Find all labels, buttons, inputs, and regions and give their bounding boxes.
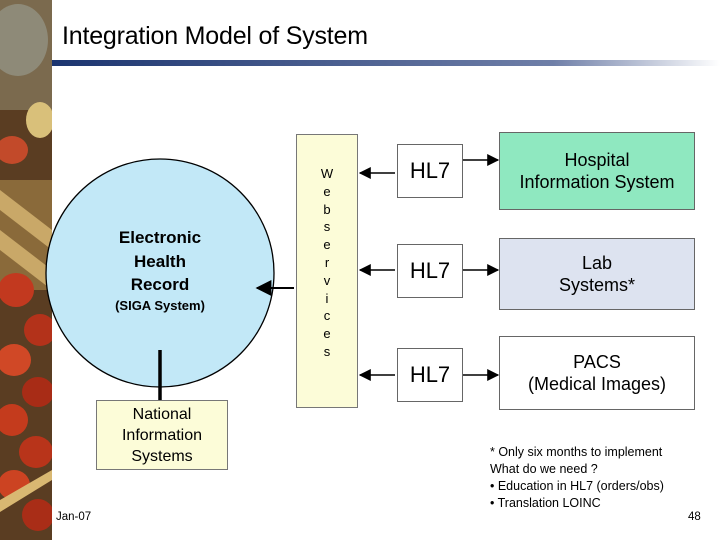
pacs-box: PACS (Medical Images) (499, 336, 695, 410)
ws-letter: i (325, 290, 329, 306)
ws-letter: v (323, 272, 331, 288)
ws-letter: s (323, 219, 331, 235)
page-number: 48 (688, 511, 701, 523)
hospital-line-2: Information System (519, 172, 675, 192)
footer-date: Jan-07 (56, 511, 92, 523)
lab-line-1: Lab (581, 253, 613, 273)
note-line-4: • Translation LOINC (490, 496, 601, 510)
ehr-line-1: Electronic (118, 228, 202, 247)
ws-letter: W (320, 166, 334, 181)
pacs-line-2: (Medical Images) (527, 374, 667, 394)
hl7-box-lab: HL7 (397, 244, 463, 298)
note-line-2: What do we need ? (490, 462, 598, 476)
pacs-line-1: PACS (573, 352, 621, 372)
note-line-3: • Education in HL7 (orders/obs) (490, 479, 664, 493)
implementation-note: * Only six months to implement What do w… (490, 444, 664, 512)
hospital-line-1: Hospital (564, 150, 630, 170)
title-underline (52, 60, 720, 66)
ws-letter: e (323, 326, 331, 342)
decorative-photo-strip (0, 0, 52, 540)
national-information-systems-box: National Information Systems (96, 400, 228, 470)
lab-line-2: Systems* (558, 275, 636, 295)
hl7-box-pacs: HL7 (397, 348, 463, 402)
ws-letter: c (323, 308, 331, 324)
lab-systems-box: Lab Systems* (499, 238, 695, 310)
web-services-box: W e b s e r v i c e s (296, 134, 358, 408)
ws-letter: s (323, 343, 331, 359)
national-line-1: National (132, 405, 192, 423)
ws-letter: e (323, 237, 331, 253)
ehr-line-2: Health (134, 251, 186, 271)
slide-title: Integration Model of System (62, 22, 368, 50)
ehr-label: Electronic Health Record (SIGA System) (95, 226, 225, 313)
ehr-subtitle: (SIGA System) (115, 297, 205, 313)
hospital-information-system-box: Hospital Information System (499, 132, 695, 210)
hl7-box-hospital: HL7 (397, 144, 463, 198)
ws-letter: r (324, 254, 330, 270)
national-line-2: Information (121, 426, 203, 444)
ehr-line-3: Record (130, 275, 190, 294)
ws-letter: b (323, 201, 331, 217)
national-line-3: Systems (131, 447, 193, 465)
ws-letter: e (323, 183, 331, 199)
note-line-1: * Only six months to implement (490, 445, 663, 459)
